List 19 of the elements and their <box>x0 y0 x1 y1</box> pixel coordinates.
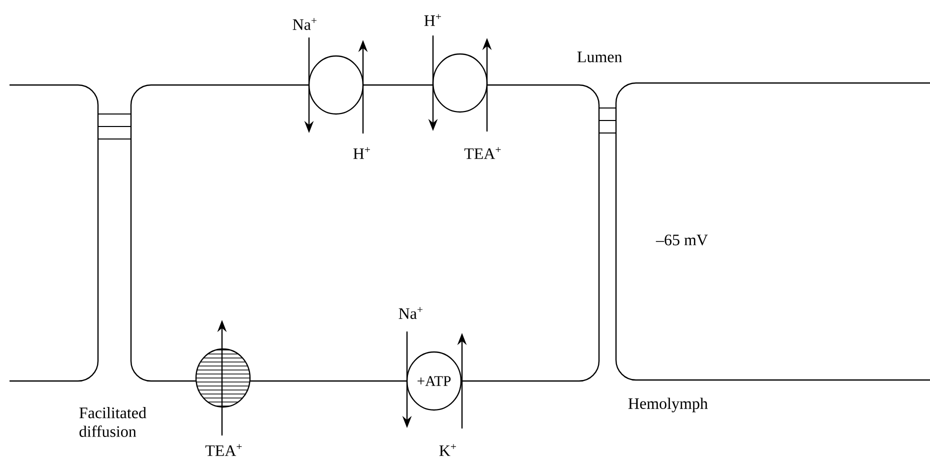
transporter-circle <box>432 53 488 113</box>
hatched-channel-circle <box>195 348 251 408</box>
region-label: Lumen <box>577 52 622 62</box>
ion-label: H$^{+}$ <box>353 147 370 159</box>
ion-label: TEA$^{+}$ <box>205 444 242 456</box>
ion-label: K$^{+}$ <box>439 444 456 456</box>
ion-label: H$^{+}$ <box>424 14 441 26</box>
cell: –65 mV <box>615 82 930 381</box>
junction-line <box>98 138 132 140</box>
junction-line <box>98 126 132 127</box>
ion-label: Na$^{+}$ <box>292 18 316 30</box>
junction-line <box>598 132 616 134</box>
ion-label: TEA$^{+}$ <box>464 147 501 159</box>
process-label: Facilitated diffusion <box>79 407 146 437</box>
region-label: Hemolymph <box>628 398 708 412</box>
cell <box>9 84 99 382</box>
ion-label: Na$^{+}$ <box>398 307 422 319</box>
junction-line <box>598 120 616 121</box>
transporter-circle <box>308 55 364 115</box>
